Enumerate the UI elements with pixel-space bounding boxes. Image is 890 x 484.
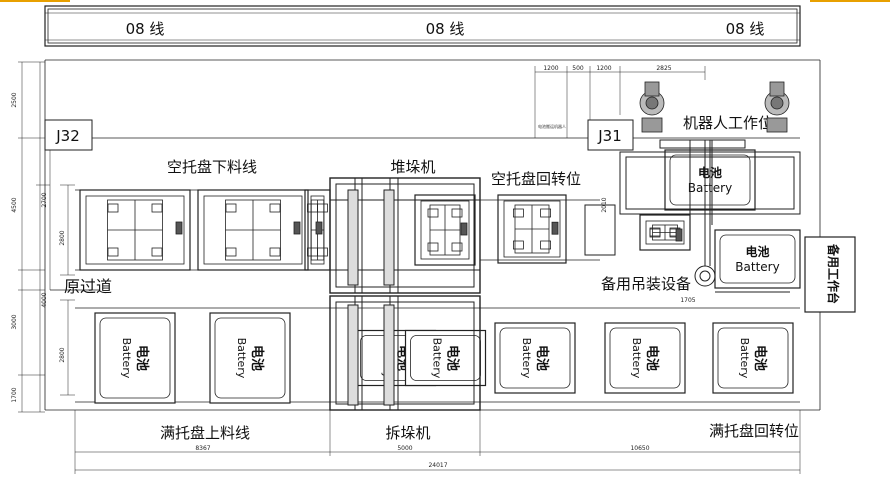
aisle-label: 原过道 bbox=[64, 277, 112, 296]
spare-workbench: 备用工作台 bbox=[804, 236, 856, 313]
empty-frame-3 bbox=[304, 189, 331, 271]
j31-label: J31 bbox=[597, 127, 622, 145]
empty-frame-stacker bbox=[414, 194, 476, 266]
j31-marker: J31 bbox=[587, 119, 634, 151]
empty-frame-1 bbox=[79, 189, 191, 271]
j32-label: J32 bbox=[55, 127, 80, 145]
battery-cn-label: 电池 bbox=[445, 345, 461, 371]
battery-cn-label: 电池 bbox=[249, 345, 265, 371]
dim-bottom-24017: 24017 bbox=[428, 462, 447, 469]
dim-bottom-8367: 8367 bbox=[195, 445, 210, 452]
left-dimensions bbox=[18, 61, 75, 413]
top-dimensions bbox=[534, 66, 706, 138]
lower-conveyor-rails bbox=[75, 307, 800, 403]
dim-left-2800-b: 2800 bbox=[59, 347, 66, 362]
line-label-right: 08 线 bbox=[726, 20, 765, 38]
destacker-gantry bbox=[329, 295, 481, 411]
line-label-center: 08 线 bbox=[426, 20, 465, 38]
robot-station-label: 机器人工作位 bbox=[683, 114, 773, 132]
battery-cn-label: 电池 bbox=[752, 345, 768, 371]
dim-mid-1705: 1705 bbox=[680, 297, 695, 304]
dim-left-4500: 4500 bbox=[11, 197, 18, 212]
dim-left-1700: 1700 bbox=[11, 387, 18, 402]
dim-bottom-10650: 10650 bbox=[630, 445, 649, 452]
full-tray-rotator-label: 满托盘回转位 bbox=[709, 422, 799, 440]
empty-tray-frames bbox=[79, 189, 691, 271]
battery-tray-group: 电池Battery电池Battery电池Battery电池Battery电池Ba… bbox=[94, 149, 801, 404]
battery-cn-label: 电池 bbox=[644, 345, 660, 371]
dim-top-1200-a: 1200 bbox=[543, 65, 558, 72]
empty-frame-robot bbox=[639, 214, 691, 251]
destacker-label: 拆垛机 bbox=[385, 424, 430, 442]
battery-cn-label: 电池 bbox=[745, 244, 769, 259]
top-accent-left bbox=[0, 0, 70, 2]
spare-workbench-label: 备用工作台 bbox=[826, 243, 841, 304]
battery-cn-label: 电池 bbox=[134, 345, 150, 371]
dim-left-3000: 3000 bbox=[11, 314, 18, 329]
dim-left-2700: 2700 bbox=[41, 192, 48, 207]
battery-en-label: Battery bbox=[738, 338, 751, 379]
battery-cn-label: 电池 bbox=[534, 345, 550, 371]
line-label-left: 08 线 bbox=[126, 20, 165, 38]
empty-frame-rotator bbox=[497, 194, 567, 264]
left-dimension-texts: 2500 4500 2700 2800 4000 3000 2800 1700 bbox=[11, 92, 66, 402]
lifting-post-icon bbox=[694, 140, 790, 293]
top-accent-right bbox=[810, 0, 890, 2]
empty-tray-rotator-label: 空托盘回转位 bbox=[491, 170, 581, 188]
battery-en-label: Battery bbox=[431, 338, 444, 379]
dim-mid-2010: 2010 bbox=[601, 197, 608, 212]
dim-top-1200-b: 1200 bbox=[596, 65, 611, 72]
battery-en-label: Battery bbox=[630, 338, 643, 379]
empty-tray-unload-line-label: 空托盘下料线 bbox=[167, 158, 257, 176]
dim-left-2800-a: 2800 bbox=[59, 230, 66, 245]
stacker-gantry bbox=[329, 177, 481, 294]
battery-en-label: Battery bbox=[520, 338, 533, 379]
stacker-label: 堆垛机 bbox=[390, 158, 435, 176]
j32-marker: J32 bbox=[44, 119, 93, 151]
empty-frame-2 bbox=[197, 189, 309, 271]
battery-en-label: Battery bbox=[235, 338, 248, 379]
robot-arm-icon bbox=[639, 81, 790, 133]
spare-lifting-equipment-label: 备用吊装设备 bbox=[601, 275, 691, 293]
small-tag-label: 电池搬运机器人 bbox=[538, 123, 566, 129]
dim-left-4000: 4000 bbox=[41, 292, 48, 307]
dim-bottom-5000: 5000 bbox=[397, 445, 412, 452]
dim-top-2825: 2825 bbox=[656, 65, 671, 72]
battery-en-label: Battery bbox=[120, 338, 133, 379]
full-tray-load-line-label: 满托盘上料线 bbox=[160, 424, 250, 442]
dim-top-500: 500 bbox=[572, 65, 584, 72]
bottom-dimensions bbox=[74, 410, 801, 474]
dim-left-2500: 2500 bbox=[11, 92, 18, 107]
header-band: 08 线 08 线 08 线 bbox=[44, 5, 801, 47]
battery-en-label: Battery bbox=[735, 260, 779, 274]
